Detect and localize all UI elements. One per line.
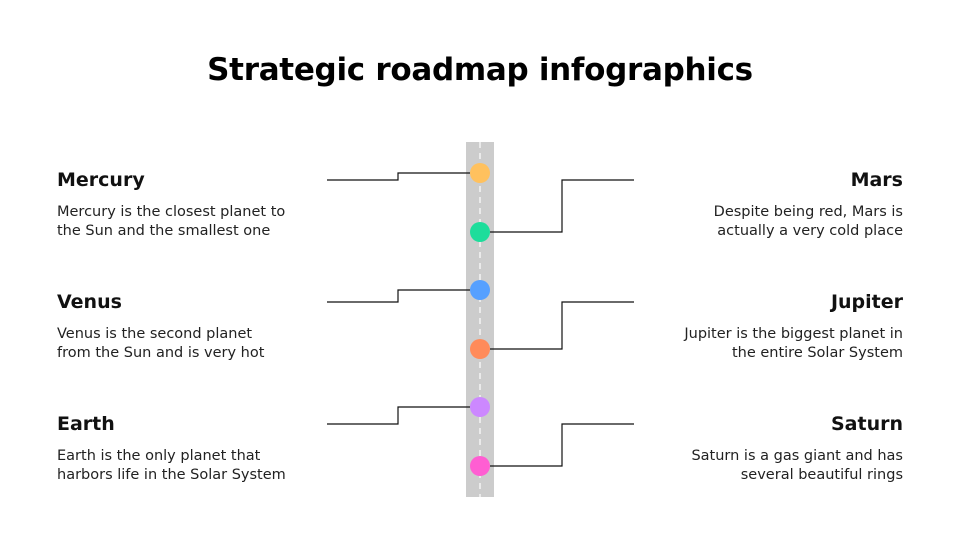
milestone-name: Mercury: [57, 169, 145, 191]
milestone-saturn: Saturn Saturn is a gas giant and has sev…: [633, 412, 903, 485]
connector-mars: [490, 179, 634, 233]
milestone-name: Earth: [57, 413, 115, 435]
milestone-name: Jupiter: [830, 291, 903, 313]
desc-line: Despite being red, Mars is: [713, 204, 903, 220]
milestone-dot-saturn: [470, 456, 490, 476]
milestone-name: Venus: [57, 291, 122, 313]
milestone-dot-jupiter: [470, 339, 490, 359]
page-title: Strategic roadmap infographics: [207, 52, 753, 88]
connector-jupiter: [490, 301, 634, 350]
desc-line: from the Sun and is very hot: [57, 345, 265, 361]
desc-line: actually a very cold place: [717, 223, 903, 239]
milestone-earth: Earth Earth is the only planet that harb…: [57, 412, 327, 485]
milestone-mercury: Mercury Mercury is the closest planet to…: [57, 168, 327, 241]
desc-line: Saturn is a gas giant and has: [691, 448, 903, 464]
milestone-description: Mercury is the closest planet to the Sun…: [57, 203, 327, 241]
connector-earth: [327, 406, 470, 425]
connector-saturn: [490, 423, 634, 467]
milestone-venus: Venus Venus is the second planet from th…: [57, 290, 327, 363]
desc-line: the entire Solar System: [731, 345, 903, 361]
desc-line: Earth is the only planet that: [57, 448, 261, 464]
milestone-name: Saturn: [830, 413, 903, 435]
connector-venus: [327, 289, 470, 303]
milestone-description: Earth is the only planet that harbors li…: [57, 447, 327, 485]
milestone-description: Saturn is a gas giant and has several be…: [633, 447, 903, 485]
milestone-name: Mars: [850, 169, 903, 191]
desc-line: Mercury is the closest planet to: [57, 204, 286, 220]
desc-line: Jupiter is the biggest planet in: [684, 326, 903, 342]
desc-line: harbors life in the Solar System: [57, 467, 286, 483]
milestone-description: Venus is the second planet from the Sun …: [57, 325, 327, 363]
milestone-mars: Mars Despite being red, Mars is actually…: [633, 168, 903, 241]
milestone-dot-mercury: [470, 163, 490, 183]
milestone-dot-earth: [470, 397, 490, 417]
milestone-description: Despite being red, Mars is actually a ve…: [633, 203, 903, 241]
milestone-dot-venus: [470, 280, 490, 300]
milestone-dot-mars: [470, 222, 490, 242]
milestone-description: Jupiter is the biggest planet in the ent…: [633, 325, 903, 363]
connector-mercury: [327, 172, 470, 181]
milestone-jupiter: Jupiter Jupiter is the biggest planet in…: [633, 290, 903, 363]
desc-line: the Sun and the smallest one: [57, 223, 271, 239]
desc-line: Venus is the second planet: [57, 326, 253, 342]
desc-line: several beautiful rings: [740, 467, 903, 483]
